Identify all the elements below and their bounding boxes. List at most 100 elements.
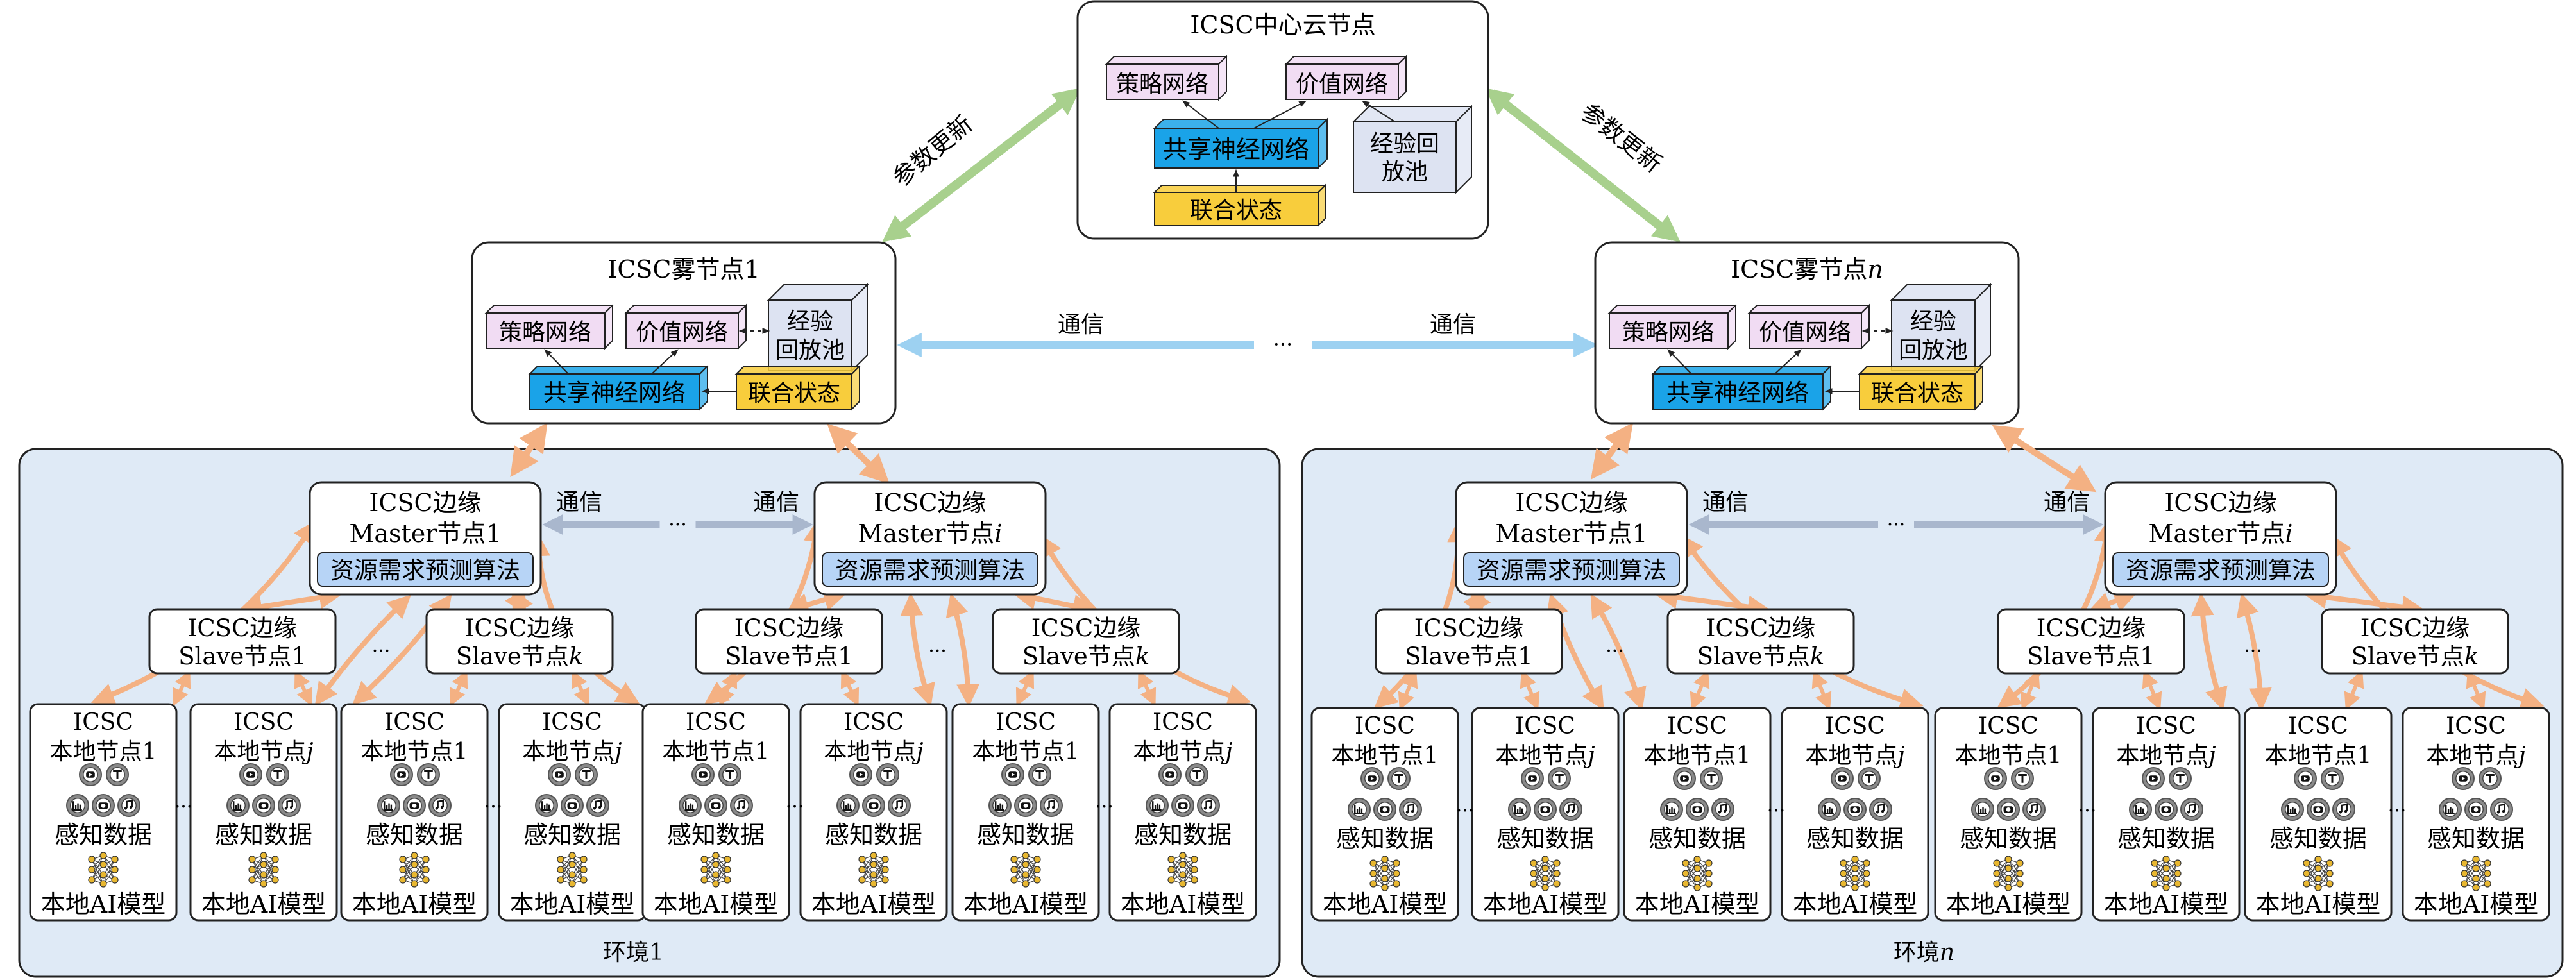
fog-replay-label-1: 经验 — [1910, 308, 1956, 335]
fog-joint-state — [734, 364, 861, 411]
local-title-1: ICSC — [1667, 713, 1727, 739]
fog-value-network — [1747, 303, 1871, 350]
cloud-joint-label: 联合状态 — [1190, 198, 1282, 224]
environment-label: 环境1 — [603, 940, 664, 966]
resource-prediction-algorithm — [317, 552, 534, 587]
slave-title-1: ICSC边缘 — [2360, 614, 2470, 642]
camera-icon — [2155, 798, 2178, 821]
local-ai-model-label: 本地AI模型 — [2256, 890, 2380, 918]
fog-value-label: 价值网络 — [636, 319, 728, 346]
chart-icon — [679, 794, 702, 817]
camera-icon — [92, 794, 115, 817]
neural-net-icon — [1840, 856, 1870, 891]
video-icon — [1360, 767, 1384, 790]
orange-slave-local — [2142, 670, 2162, 711]
video-icon — [691, 763, 715, 786]
fog-comm-label-left: 通信 — [1058, 312, 1104, 338]
slave-title-1: ICSC边缘 — [188, 614, 298, 642]
chart-icon — [1348, 798, 1371, 821]
local-title-2: 本地节点j — [2426, 743, 2525, 769]
camera-icon — [561, 794, 584, 817]
orange-curve-master-local — [900, 593, 935, 707]
slave-ellipsis: ··· — [372, 640, 391, 662]
neural-net-icon — [248, 852, 279, 888]
video-icon — [79, 763, 102, 786]
slave-title-2: Slave节点1 — [178, 643, 307, 670]
music-icon — [1040, 794, 1063, 817]
camera-icon — [862, 794, 885, 817]
resource-prediction-algorithm — [1463, 552, 1680, 587]
fog-arrow-shared-policy — [544, 349, 569, 375]
neural-net-icon — [1993, 856, 2024, 891]
video-icon — [1158, 763, 1182, 786]
chart-icon — [2439, 798, 2462, 821]
chart-icon — [1508, 798, 1531, 821]
local-ellipsis: ··· — [1095, 796, 1114, 818]
fog-title: ICSC雾节点n — [1731, 255, 1883, 283]
master-title-1: ICSC边缘 — [369, 489, 481, 517]
music-icon — [1559, 798, 1582, 821]
video-icon — [239, 763, 262, 786]
edge-comm-label-left: 通信 — [1702, 489, 1749, 516]
slave-title-2: Slave节点k — [1022, 643, 1149, 670]
text-t-icon — [2479, 767, 2502, 790]
orange-slave-local — [1520, 670, 1540, 711]
slave-title-2: Slave节点1 — [2027, 643, 2155, 670]
edge-comm-label-right: 通信 — [753, 489, 799, 516]
local-title-1: ICSC — [2288, 713, 2348, 739]
slave-title-2: Slave节点k — [1697, 643, 1824, 670]
music-icon — [428, 794, 452, 817]
text-t-icon — [1028, 763, 1051, 786]
camera-icon — [403, 794, 426, 817]
neural-net-icon — [1530, 856, 1561, 891]
param-update-arrow-left — [882, 88, 1081, 242]
local-ellipsis: ··· — [786, 796, 804, 818]
sensing-data-label: 感知数据 — [825, 821, 922, 849]
orange-slave-local — [571, 670, 590, 707]
text-t-icon — [575, 763, 598, 786]
orange-slave-local — [1015, 670, 1035, 707]
sensing-data-label: 感知数据 — [1134, 821, 1232, 849]
local-ellipsis: ··· — [484, 796, 503, 818]
camera-icon — [2307, 798, 2330, 821]
local-title-2: 本地节点1 — [1332, 743, 1439, 769]
local-title-1: ICSC — [2136, 713, 2196, 739]
local-ai-model-label: 本地AI模型 — [1946, 890, 2071, 918]
music-icon — [2490, 798, 2513, 821]
master-title-1: ICSC边缘 — [874, 489, 986, 517]
neural-net-icon — [2151, 856, 2182, 891]
camera-icon — [1843, 798, 1867, 821]
master-title-2: Master节点i — [858, 519, 1002, 548]
music-icon — [586, 794, 609, 817]
chart-icon — [2129, 798, 2152, 821]
orange-curve-master-local — [945, 593, 980, 707]
chart-icon — [836, 794, 860, 817]
edge-comm-label-right: 通信 — [2044, 489, 2090, 516]
sensing-data-label: 感知数据 — [2117, 825, 2215, 853]
local-ai-model-label: 本地AI模型 — [2104, 890, 2228, 918]
local-title-1: ICSC — [1825, 713, 1885, 739]
chart-icon — [1818, 798, 1841, 821]
cloud-replay-pool — [1352, 105, 1473, 194]
camera-icon — [1014, 794, 1037, 817]
local-ai-model-label: 本地AI模型 — [963, 890, 1088, 918]
local-title-1: ICSC — [1153, 709, 1213, 736]
orange-fogn-master1 — [1590, 423, 1634, 480]
video-icon — [1521, 767, 1544, 790]
resource-prediction-algorithm — [822, 552, 1038, 587]
orange-master-slave — [1462, 589, 1491, 615]
sensing-data-label: 感知数据 — [523, 821, 621, 849]
cloud-policy-label: 策略网络 — [1116, 71, 1208, 97]
orange-slave-local — [294, 670, 313, 707]
